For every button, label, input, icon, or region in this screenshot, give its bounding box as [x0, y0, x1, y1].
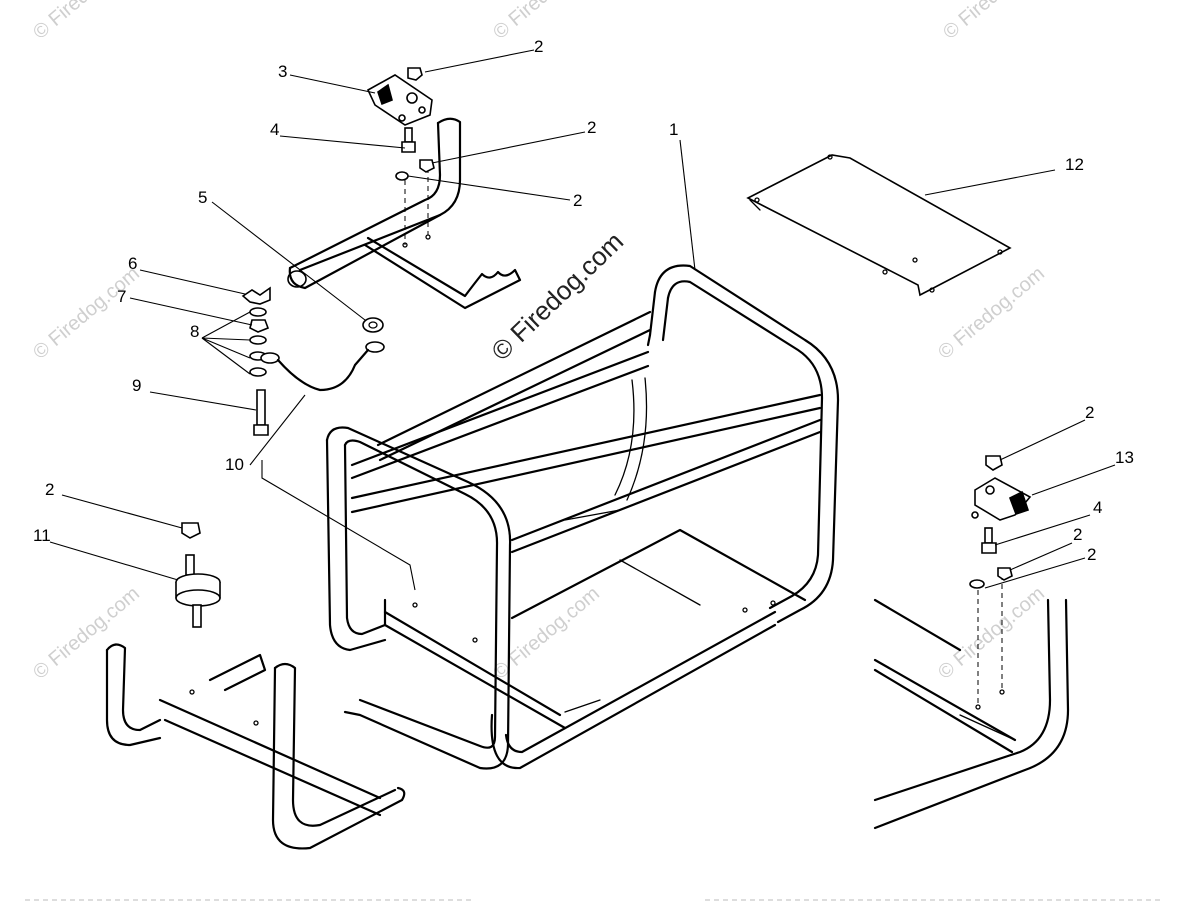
callout-11: 11	[33, 526, 51, 545]
callout-2: 2	[1085, 403, 1094, 422]
watermark-faint: © Firedog.com	[939, 0, 1054, 44]
right-frame-section	[873, 455, 1070, 830]
ground-hardware	[241, 286, 385, 436]
callout-2: 2	[45, 480, 54, 499]
callout-13: 13	[1115, 448, 1134, 467]
callout-7: 7	[117, 287, 126, 306]
callout-3: 3	[278, 62, 287, 81]
watermark-faint: © Firedog.com	[29, 0, 144, 44]
callout-1: 1	[669, 120, 678, 139]
callout-2: 2	[534, 37, 543, 56]
callout-12: 12	[1065, 155, 1084, 174]
main-frame	[325, 264, 840, 770]
callout-4: 4	[1093, 498, 1102, 517]
lower-left-frame	[105, 643, 406, 850]
callout-2: 2	[587, 118, 596, 137]
callout-4: 4	[270, 120, 279, 139]
cover-plate	[746, 154, 1012, 297]
watermark-faint: © Firedog.com	[29, 262, 144, 363]
top-frame-section	[287, 67, 522, 310]
callouts: 1 2 2 2 2 2 2 2 3 4 4 5 6 7 8 9 10 11 12…	[33, 37, 1134, 564]
callout-2: 2	[1087, 545, 1096, 564]
callout-10: 10	[225, 455, 244, 474]
callout-2: 2	[573, 191, 582, 210]
anti-vibration-mount	[175, 522, 221, 628]
callout-6: 6	[128, 254, 137, 273]
leader-lines	[49, 49, 1116, 591]
watermark-faint: © Firedog.com	[934, 582, 1049, 683]
watermark-faint: © Firedog.com	[29, 582, 144, 683]
watermark-main: © Firedog.com	[485, 226, 629, 366]
watermark-faint: © Firedog.com	[489, 0, 604, 44]
callout-8: 8	[190, 322, 199, 341]
callout-5: 5	[198, 188, 207, 207]
watermark-faint: © Firedog.com	[489, 582, 604, 683]
callout-2: 2	[1073, 525, 1082, 544]
callout-9: 9	[132, 376, 141, 395]
